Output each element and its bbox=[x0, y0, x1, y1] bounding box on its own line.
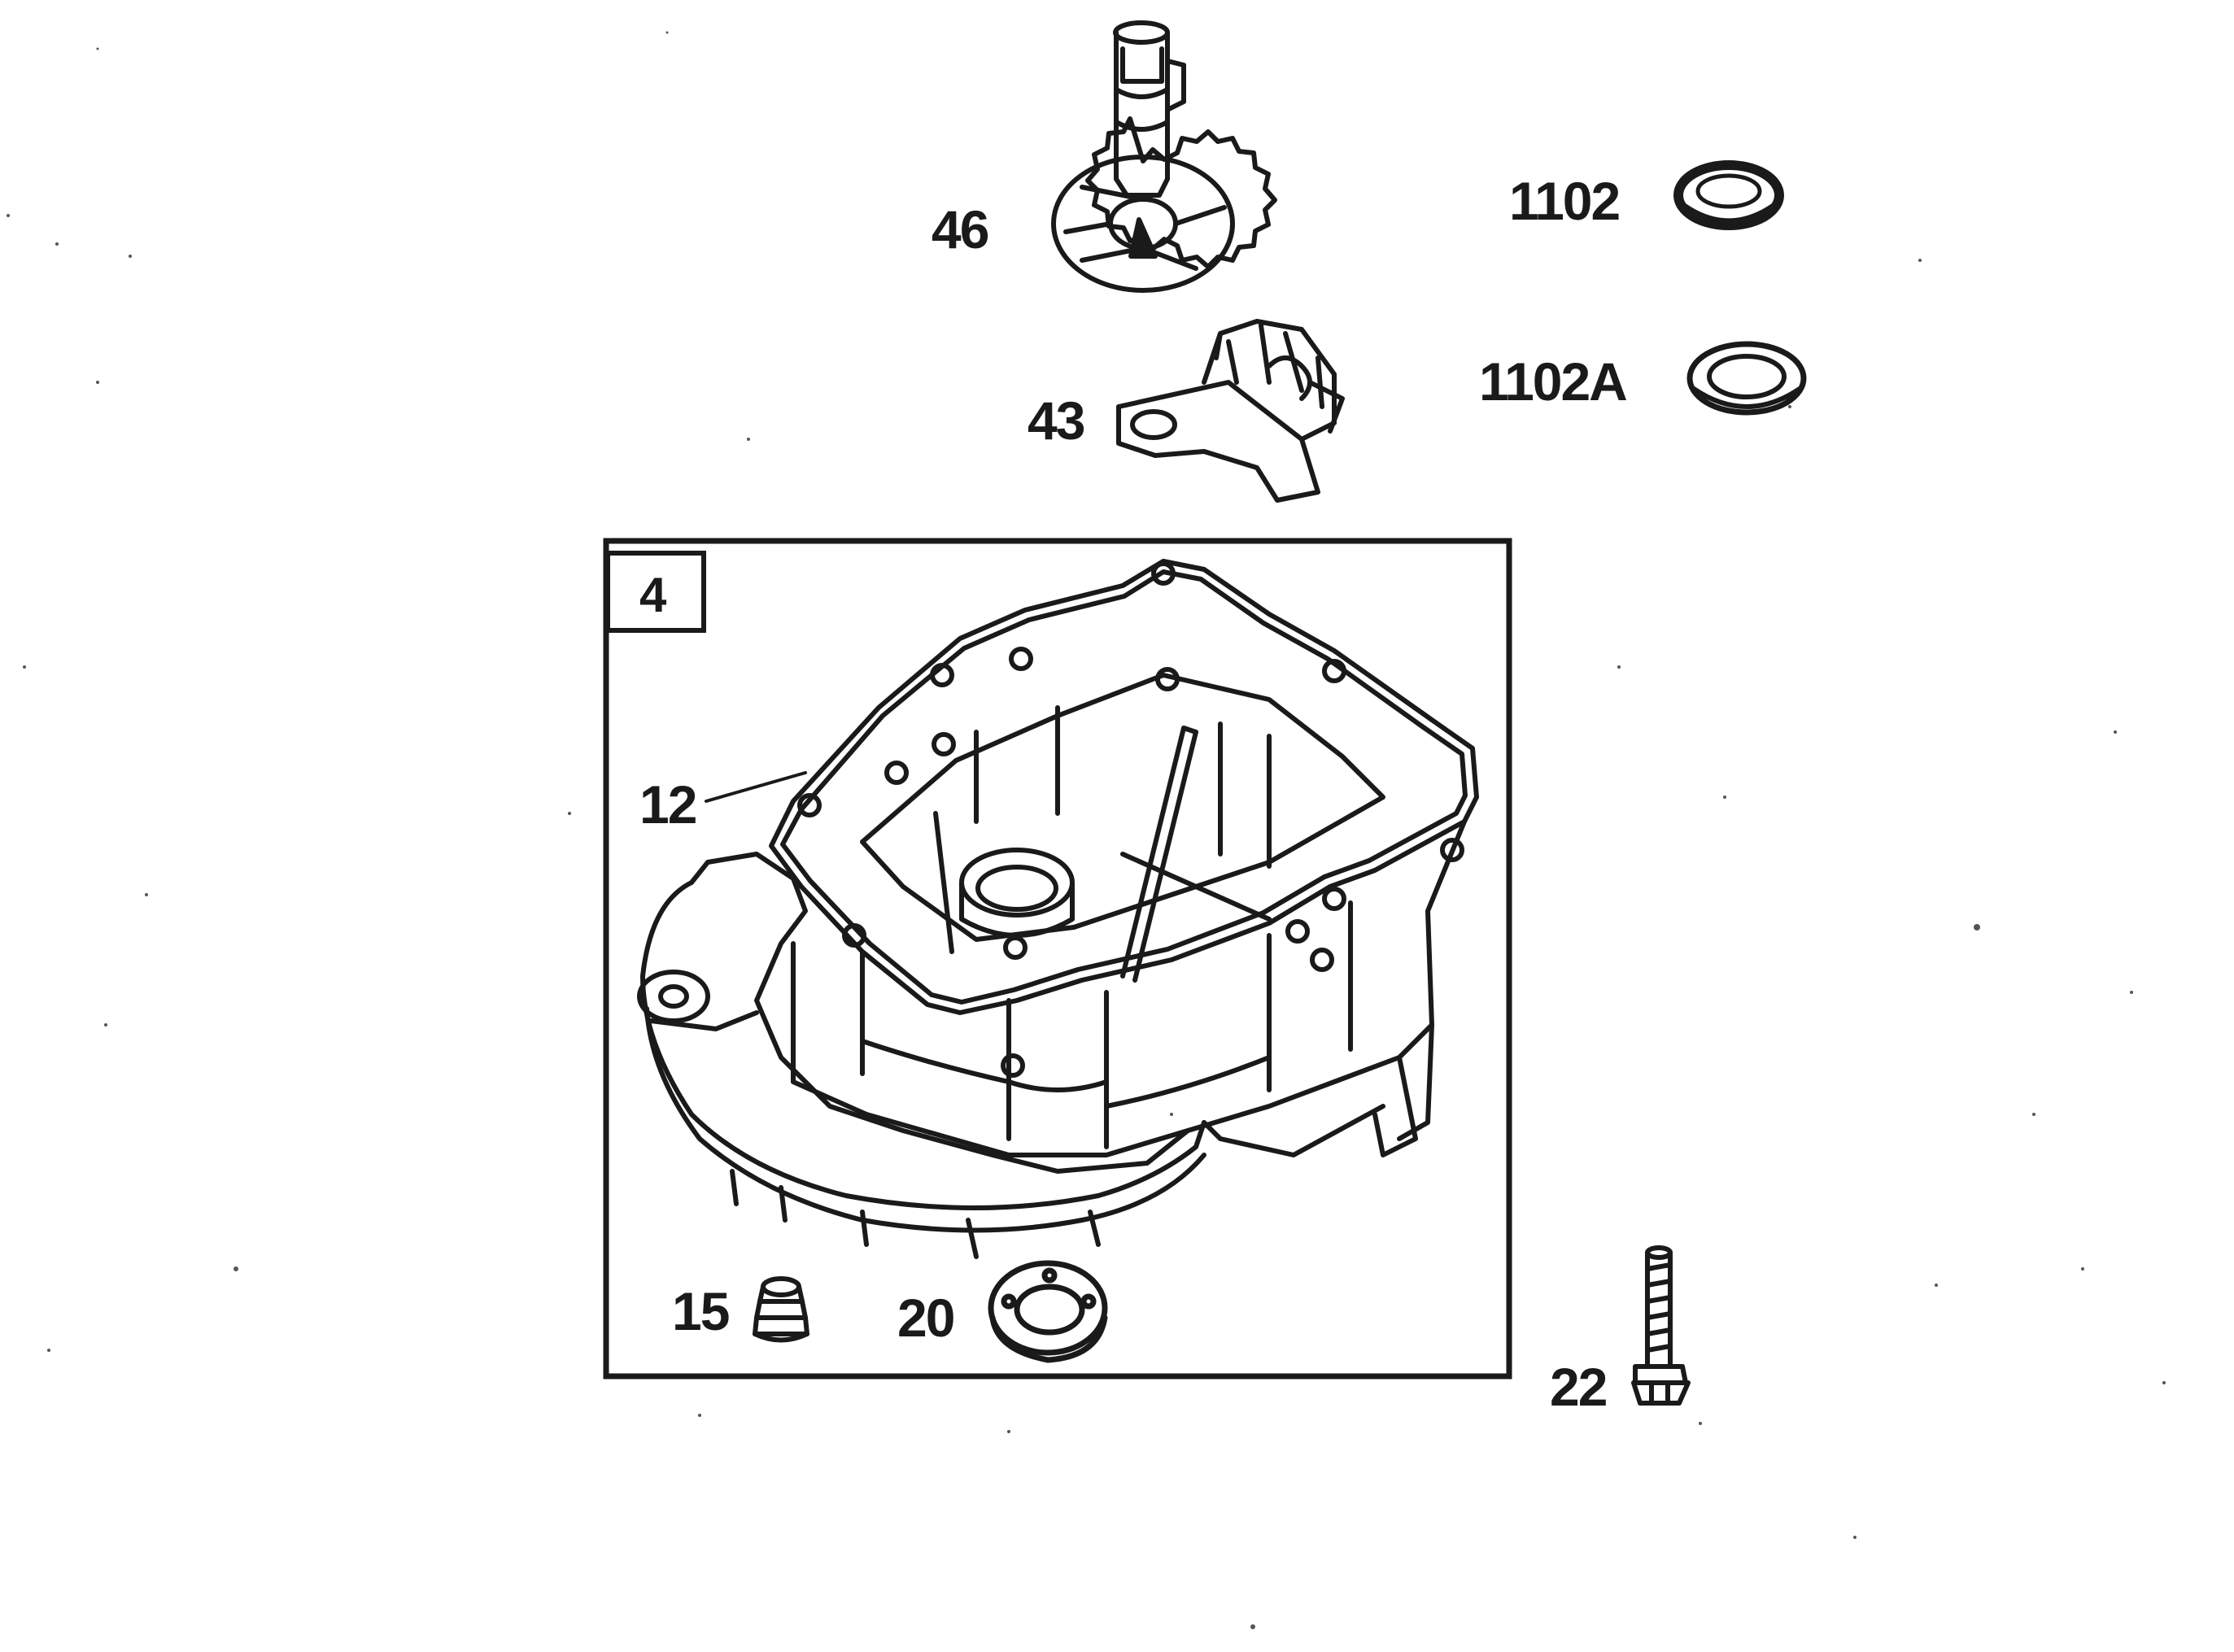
governor-assembly-icon bbox=[1116, 319, 1345, 503]
screw-icon bbox=[1631, 1245, 1691, 1406]
scan-speckles bbox=[7, 31, 2166, 1629]
part-label-22: 22 bbox=[1550, 1357, 1607, 1417]
kit-frame bbox=[603, 538, 1512, 1380]
part-label-43: 43 bbox=[1028, 390, 1084, 451]
part-label-1102A: 1102A bbox=[1479, 351, 1626, 412]
oil-seal-icon bbox=[1673, 160, 1784, 230]
kit-number-box bbox=[605, 551, 706, 633]
kit-number-label: 4 bbox=[639, 568, 667, 622]
camshaft-gear-icon bbox=[1051, 20, 1277, 293]
part-label-46: 46 bbox=[932, 199, 988, 259]
sump-housing-icon bbox=[637, 559, 1479, 1259]
oil-seal-alt-icon bbox=[1686, 341, 1807, 416]
part-label-12: 12 bbox=[639, 774, 696, 835]
part-label-1102: 1102 bbox=[1509, 171, 1619, 231]
part-label-15: 15 bbox=[672, 1281, 729, 1341]
plug-icon bbox=[753, 1276, 809, 1343]
part-label-20: 20 bbox=[897, 1288, 953, 1348]
seal-ring-icon bbox=[988, 1260, 1108, 1363]
